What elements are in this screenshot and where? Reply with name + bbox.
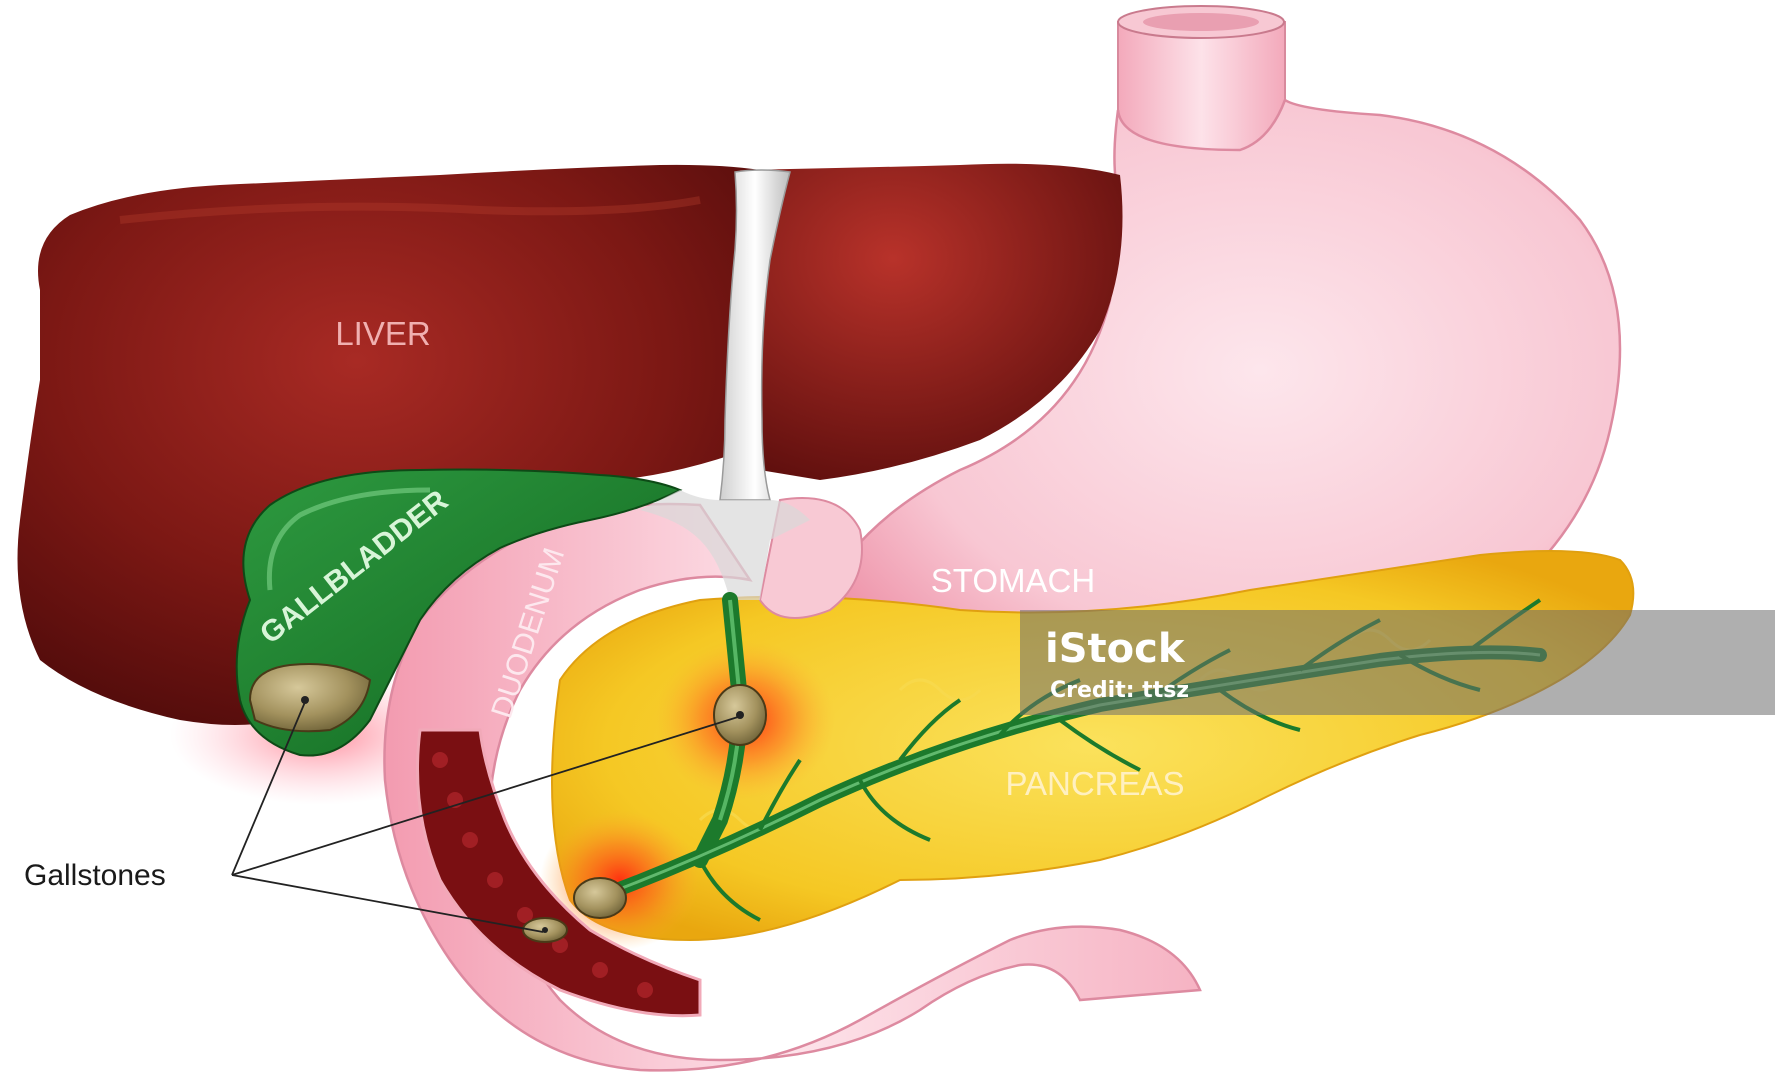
- gallstone: [574, 878, 626, 918]
- watermark-band: iStock Credit: ttsz: [1020, 610, 1775, 715]
- watermark-credit: Credit: ttsz: [1050, 678, 1189, 703]
- label-liver: LIVER: [335, 315, 430, 352]
- gallstone: [714, 685, 766, 745]
- label-pancreas: PANCREAS: [1005, 765, 1184, 802]
- label-gallstones: Gallstones: [24, 859, 166, 892]
- watermark-brand: iStock: [1045, 626, 1186, 672]
- esophagus: [1118, 6, 1285, 150]
- label-stomach: STOMACH: [931, 562, 1095, 599]
